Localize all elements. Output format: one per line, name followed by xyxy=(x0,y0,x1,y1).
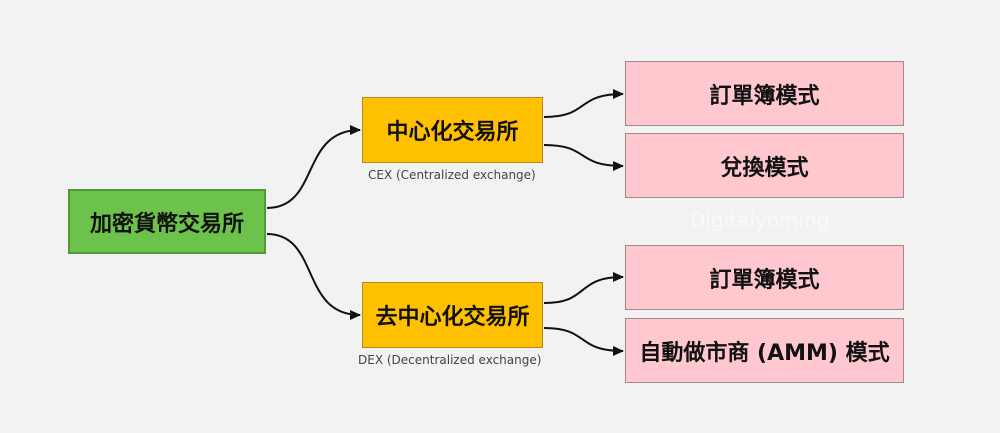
branch-node-centralized-exchange: 中心化交易所 xyxy=(362,97,543,163)
branch-caption-cex: CEX (Centralized exchange) xyxy=(368,168,536,182)
branch-node-label: 去中心化交易所 xyxy=(375,305,530,330)
connector-root-to-cex xyxy=(266,125,361,209)
leaf-node-cex-swap: 兌換模式 xyxy=(625,133,904,198)
root-node-label: 加密貨幣交易所 xyxy=(89,211,244,237)
root-node-crypto-exchange: 加密貨幣交易所 xyxy=(68,189,266,254)
leaf-node-label: 訂單簿模式 xyxy=(709,83,820,109)
branch-node-decentralized-exchange: 去中心化交易所 xyxy=(362,282,543,348)
leaf-node-dex-order-book: 訂單簿模式 xyxy=(625,245,904,310)
leaf-node-label: 自動做市商 (AMM) 模式 xyxy=(639,340,890,366)
leaf-node-label: 兌換模式 xyxy=(720,155,809,181)
connector-root-to-dex xyxy=(266,233,361,320)
connector-dex-to-leaf-4 xyxy=(543,327,624,356)
leaf-node-label: 訂單簿模式 xyxy=(709,267,820,293)
leaf-node-cex-order-book: 訂單簿模式 xyxy=(625,61,904,126)
branch-caption-dex: DEX (Decentralized exchange) xyxy=(358,353,542,367)
watermark: Digitalyoming xyxy=(690,208,830,232)
leaf-node-dex-amm: 自動做市商 (AMM) 模式 xyxy=(625,318,904,383)
connector-dex-to-leaf-3 xyxy=(543,272,624,304)
connector-cex-to-leaf-1 xyxy=(543,89,624,118)
branch-node-label: 中心化交易所 xyxy=(386,120,519,145)
connector-cex-to-leaf-2 xyxy=(543,144,624,171)
